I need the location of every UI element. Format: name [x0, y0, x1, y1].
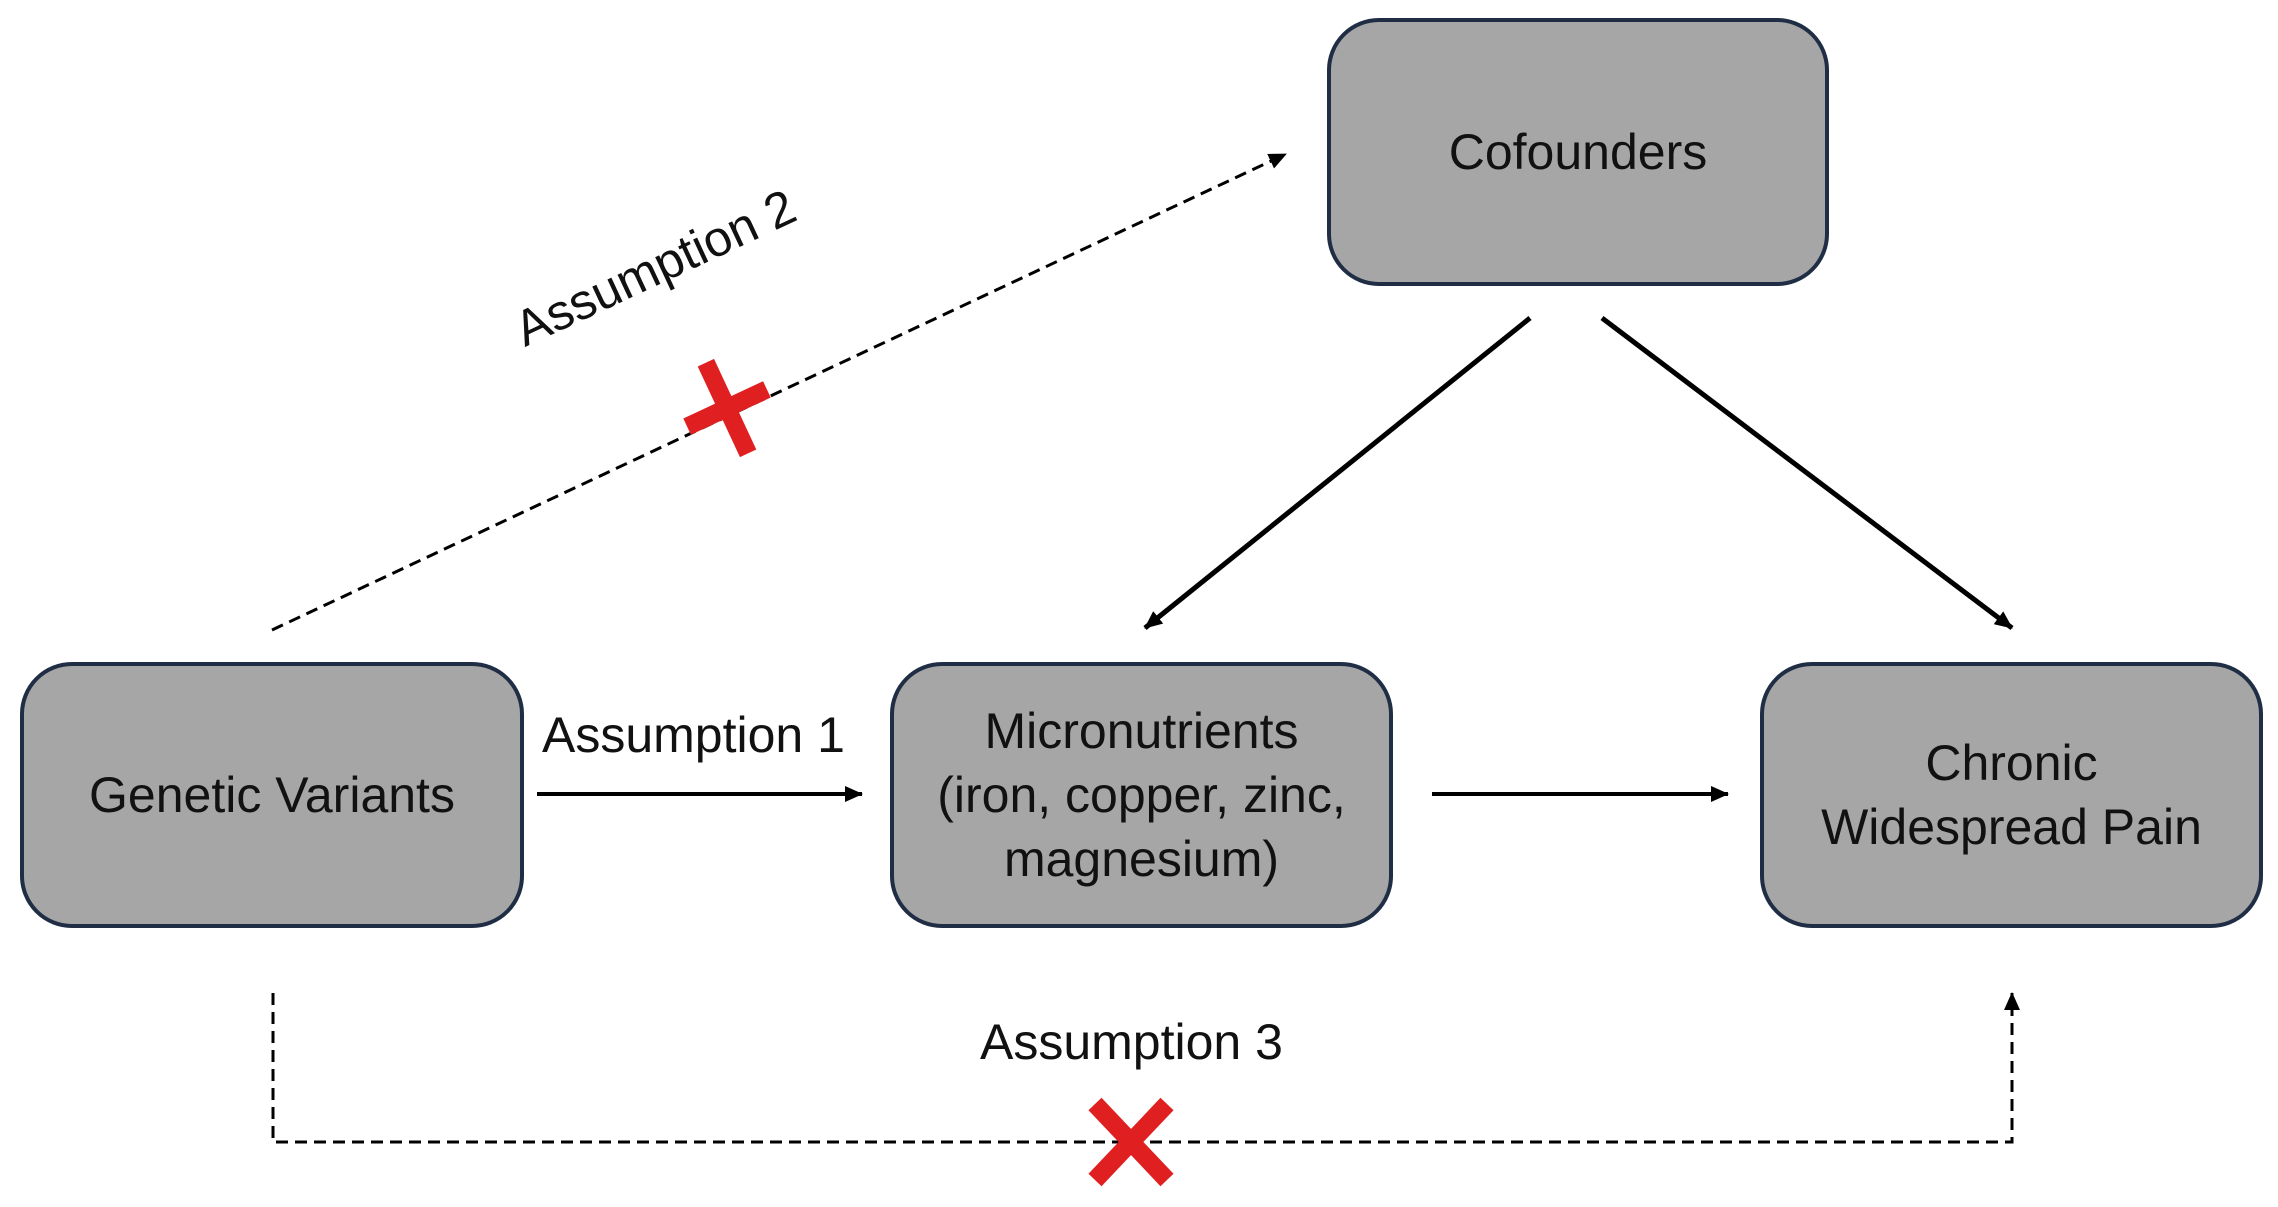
assumption-3-label: Assumption 3 [980, 1014, 1283, 1070]
node-chronic-pain-line-2: Widespread Pain [1821, 799, 2202, 855]
violation-x-icon-assumption-3 [1088, 1097, 1174, 1187]
node-micronutrients-line-1: Micronutrients [984, 703, 1299, 759]
edge-genetic-to-confounders-dashed [271, 152, 1287, 632]
assumption-1-label: Assumption 1 [542, 707, 845, 763]
node-micronutrients: Micronutrients (iron, copper, zinc, magn… [890, 662, 1393, 928]
node-chronic-pain-line-1: Chronic [1925, 735, 2098, 791]
edge-confounders-to-micronutrients [1143, 316, 1532, 630]
node-genetic-variants: Genetic Variants [20, 662, 524, 928]
edge-confounders-to-pain [1600, 316, 2014, 630]
violation-x-icon-assumption-2 [683, 358, 771, 458]
node-chronic-pain: Chronic Widespread Pain [1760, 662, 2263, 928]
node-micronutrients-line-3: magnesium) [1003, 831, 1280, 887]
node-confounders: Cofounders [1327, 18, 1829, 286]
node-genetic-variants-label: Genetic Variants [89, 767, 455, 823]
node-micronutrients-line-2: (iron, copper, zinc, [937, 767, 1346, 823]
node-confounders-label: Cofounders [1448, 124, 1708, 180]
